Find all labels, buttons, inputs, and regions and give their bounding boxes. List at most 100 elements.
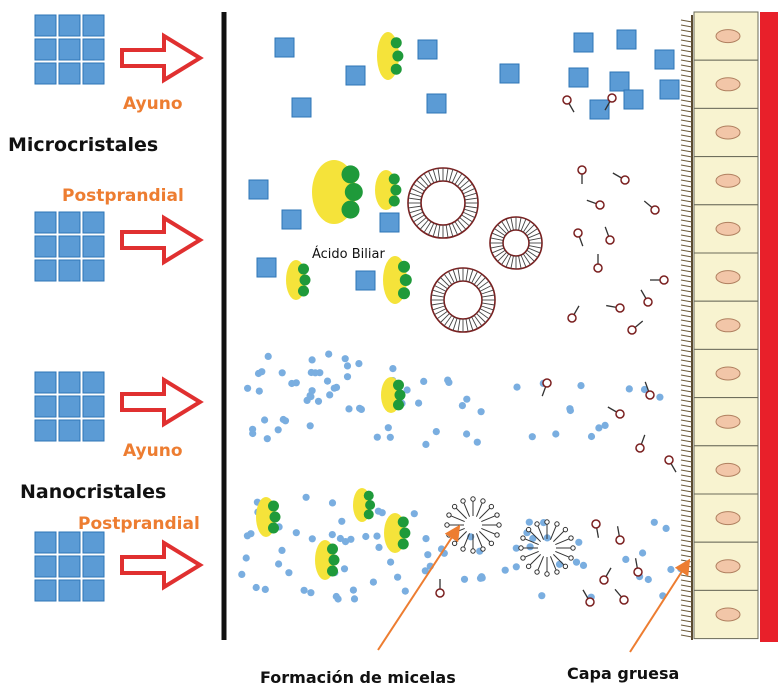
micelles-layer [444, 496, 576, 577]
bile-acid [315, 540, 340, 580]
crystal-square [623, 89, 644, 110]
nano-dot [501, 566, 509, 574]
nano-dot [473, 438, 481, 446]
enterocyte-cell [693, 541, 759, 591]
nano-dot [278, 369, 286, 377]
crystal-square [274, 37, 295, 58]
bile-acid [383, 256, 412, 304]
nano-dot [252, 583, 260, 592]
nano-dot [255, 387, 263, 395]
crystal-square [573, 32, 594, 53]
crystal-square [256, 257, 277, 278]
red-arrows [120, 32, 204, 591]
nano-dot [387, 558, 395, 566]
particles-layer [238, 29, 685, 603]
nano-dot [512, 544, 520, 552]
crystal-square [379, 212, 400, 233]
lipid [650, 275, 669, 285]
nano-dot [343, 362, 352, 370]
nano-dot [403, 386, 411, 394]
crystal-square [654, 49, 675, 70]
nano-dot [307, 589, 315, 597]
nano-dot [347, 535, 355, 543]
red-arrow [120, 32, 204, 84]
nano-dot [349, 586, 357, 594]
lipid [541, 378, 552, 397]
lipid [664, 455, 677, 473]
nano-dot [526, 543, 534, 551]
lipid [615, 526, 625, 545]
nano-dot [341, 355, 349, 363]
lipid [644, 381, 655, 400]
nano-dot [258, 368, 266, 376]
crystal-cluster [34, 211, 105, 282]
nano-dot [238, 570, 246, 579]
nano-dot [656, 393, 664, 401]
crystal-square [355, 270, 376, 291]
nano-dot [422, 440, 430, 448]
nano-dot [420, 377, 428, 385]
nano-dot [513, 383, 521, 391]
nano-dot [667, 565, 675, 574]
nano-dot [314, 397, 323, 405]
lipid [606, 303, 625, 313]
lipid [643, 200, 660, 215]
enterocyte-cell [693, 156, 759, 206]
lipid [562, 95, 575, 113]
nano-dot [444, 376, 452, 384]
lipid [614, 588, 629, 605]
nano-dot [463, 395, 471, 403]
formacion-micelas-label: Formación de micelas [260, 668, 456, 687]
enterocyte-cell [693, 107, 759, 158]
bile-acids-layer [256, 32, 412, 580]
nano-dot [300, 586, 308, 594]
nano-dot [601, 421, 609, 429]
microcristales-label: Microcristales [8, 134, 159, 156]
epithelium [680, 11, 778, 642]
red-arrow [120, 376, 204, 428]
enterocyte-cell [693, 493, 759, 543]
nano-dot [378, 509, 386, 517]
acido-biliar-label: Ácido Biliar [312, 247, 385, 262]
bile-acid [312, 160, 363, 224]
red-arrow [120, 214, 204, 266]
nano-dot [552, 430, 560, 438]
lipid [604, 93, 617, 111]
crystal-square [291, 97, 312, 118]
nano-dot [525, 518, 533, 526]
micelle [518, 519, 576, 577]
nano-dot [242, 554, 250, 562]
enterocyte-cell [693, 445, 759, 495]
lipids-layer [435, 93, 677, 607]
nano-dot [384, 424, 392, 432]
nano-dot [401, 587, 409, 595]
nano-dot [369, 578, 377, 586]
crystal-square [568, 67, 589, 88]
bile-acid [286, 260, 311, 300]
nano-dot [328, 499, 337, 507]
nano-dot [460, 575, 469, 583]
nano-dot [308, 356, 316, 364]
nanocristales-label: Nanocristales [20, 481, 167, 503]
red-arrow [120, 539, 204, 591]
lipid [604, 226, 615, 245]
bile-acid [384, 513, 411, 553]
crystal-cluster [34, 14, 105, 85]
nano-dot [555, 560, 564, 568]
lipid [577, 165, 587, 184]
lipid [593, 254, 603, 273]
bile-acid [256, 497, 281, 537]
enterocyte-cell [693, 59, 759, 109]
nano-dot [386, 433, 394, 441]
nano-dot [341, 538, 350, 546]
crystal-cluster [34, 531, 105, 602]
lipid [627, 320, 644, 335]
ayuno-label-2: Ayuno [123, 441, 183, 461]
nano-dot [662, 524, 670, 533]
nano-dot [389, 365, 397, 373]
nano-dot [345, 405, 353, 413]
lipid [567, 305, 580, 323]
crystal-cluster [34, 371, 105, 442]
postprandial-label-1: Postprandial [62, 186, 184, 206]
enterocyte-cell [693, 589, 759, 640]
